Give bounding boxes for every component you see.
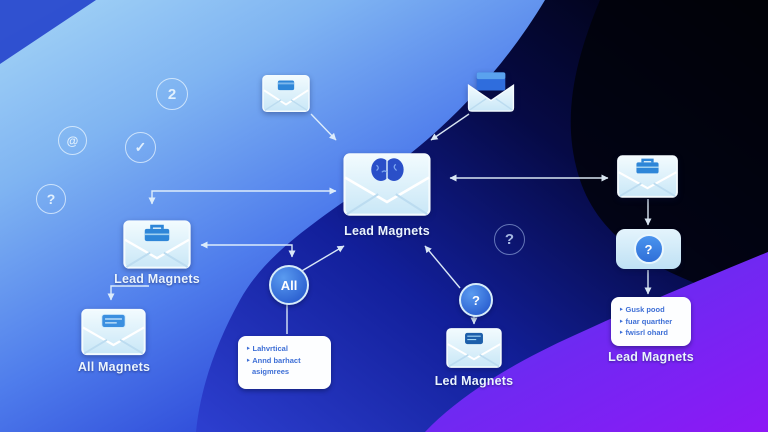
all-circle-badge: All [269,265,309,305]
brain-icon [371,158,404,181]
dark-card-icon [465,332,483,345]
bg-black-blob [570,0,768,305]
checkmark-icon: ✓ [125,132,156,163]
envelope-bottom-center [446,327,502,369]
question-circle-badge: ? [459,283,493,317]
stamp-icon [277,80,295,91]
all-circle-label: All [280,277,298,293]
label-left: Lead Magnets [114,272,200,286]
checkmark-glyph: ✓ [134,139,147,155]
envelope-top-right-open [467,71,515,112]
question-glyph: ? [504,231,515,248]
briefcase-icon [636,158,659,174]
arrow-qcircle-to-center [424,245,461,289]
envelope-center-brain [343,153,431,216]
card-line: ‣ Annd barhact asigmrees [246,355,301,377]
arrow-left-allcircle-elbow [200,241,296,258]
card-line: ‣ Lahvrtical [246,344,288,353]
envelope-right [616,155,679,198]
envelope-all-magnets [81,308,146,356]
at-sign-icon: @ [58,126,87,155]
question-outline-icon-left: ? [36,184,66,214]
arrow-left-to-allmagnets [107,285,149,301]
right-question-box: ? [616,229,681,269]
briefcase-icon [144,224,170,242]
label-all-magnets: All Magnets [77,360,151,374]
envelope-top-left [262,74,310,113]
arrow-allcircle-to-center [299,245,345,273]
card-line: ‣ fwisrl ohard [619,328,669,338]
arrow-topleft-to-center [310,113,337,141]
number-two-icon: 2 [156,78,188,110]
bg-corner-triangle [0,0,96,64]
label-right: Lead Magnets [608,350,694,364]
envelope-left [123,220,191,269]
question-glyph: ? [46,191,56,207]
card-icon [101,313,126,328]
notes-card-center: ‣ Lahvrtical ‣ Annd barhact asigmrees [238,336,331,389]
question-circle-label: ? [472,292,480,308]
question-outline-icon-middle: ? [494,224,525,255]
label-center: Lead Magnets [344,224,430,238]
question-icon: ? [633,234,664,264]
card-line: ‣ Gusk pood [619,305,665,314]
arrow-center-left-elbow [148,187,337,205]
number-two-glyph: 2 [167,85,177,103]
label-bottom-center: Led Magnets [434,374,514,388]
notes-card-right: ‣ Gusk pood ‣ fuar quarther ‣ fwisrl ohard [611,297,691,346]
arrow-topright-to-center [430,113,470,141]
right-question-label: ? [644,241,653,257]
card-line: ‣ fuar quarther [619,316,673,326]
letter-icon [476,72,506,91]
at-sign-glyph: @ [66,133,79,148]
